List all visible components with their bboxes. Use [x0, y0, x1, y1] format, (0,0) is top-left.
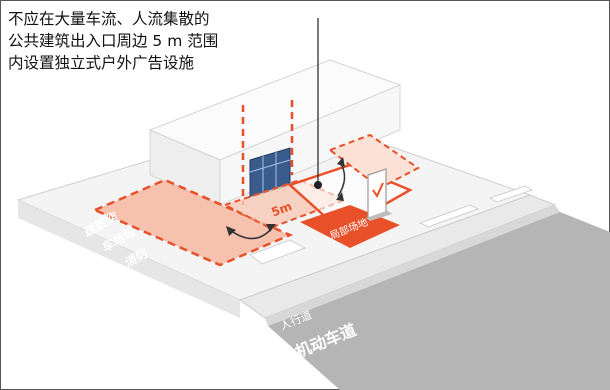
zone-left-evacuation [91, 178, 294, 267]
curb [265, 205, 560, 326]
lane-marking-1 [418, 204, 480, 228]
zone-far-right [327, 133, 420, 190]
leader-dot [314, 181, 322, 189]
distance-label: 5m [269, 199, 293, 219]
road-surface [268, 212, 610, 390]
flow-arrowhead-left-2 [266, 224, 276, 232]
caption-line-1: 不应在大量车流、人流集散的 [8, 10, 210, 28]
caption-line-2: 公共建筑出入口周边 5 m 范围 [8, 32, 219, 50]
lane-marking-3 [248, 239, 307, 265]
flow-arrowhead-left-1 [226, 226, 236, 236]
caption-line-3: 内设置独立式户外广告设施 [8, 54, 195, 72]
door-transom [249, 159, 291, 173]
billboard-panel [367, 168, 387, 219]
flow-arrow-left [229, 227, 273, 240]
caption-box: 不应在大量车流、人流集散的 公共建筑出入口周边 5 m 范围 内设置独立式户外广… [8, 8, 308, 74]
ground-edge-front [18, 200, 240, 318]
lane-marking-2 [488, 185, 534, 203]
check-icon [372, 182, 384, 199]
billboard-base [366, 211, 392, 221]
flow-arrowhead-right-2 [337, 157, 345, 167]
flow-arrowhead-right-1 [336, 192, 344, 201]
